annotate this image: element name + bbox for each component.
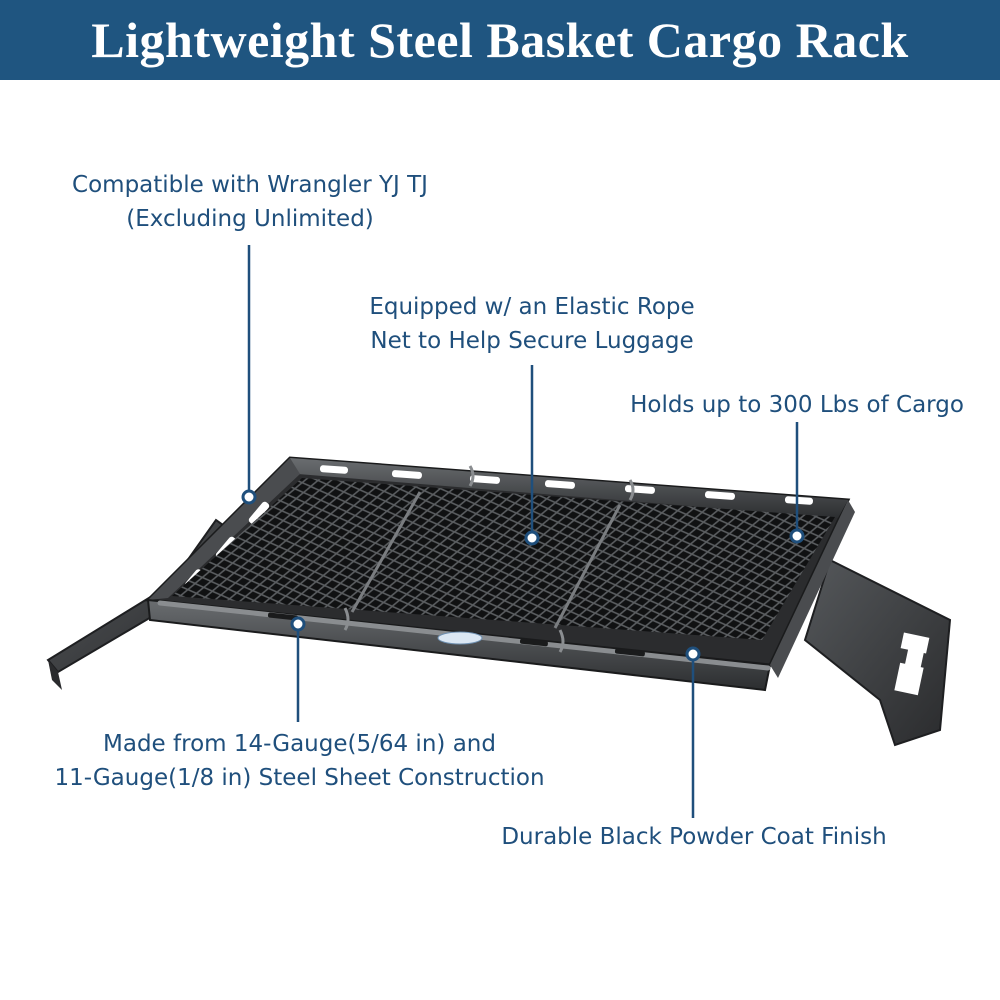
net-marker-icon (524, 530, 540, 546)
title-banner: Lightweight Steel Basket Cargo Rack (0, 0, 1000, 80)
net-line2: Net to Help Secure Luggage (370, 328, 694, 354)
finish-callout: Durable Black Powder Coat Finish (478, 820, 910, 854)
finish-marker-icon (685, 646, 701, 662)
material-line1: Made from 14-Gauge(5/64 in) and (103, 731, 496, 757)
material-marker-icon (290, 616, 306, 632)
compatibility-marker-icon (241, 489, 257, 505)
compatibility-callout: Compatible with Wrangler YJ TJ (Excludin… (30, 168, 470, 236)
material-line2: 11-Gauge(1/8 in) Steel Sheet Constructio… (54, 765, 545, 791)
compatibility-line2: (Excluding Unlimited) (126, 206, 374, 232)
page-title: Lightweight Steel Basket Cargo Rack (91, 12, 909, 68)
finish-line1: Durable Black Powder Coat Finish (501, 824, 887, 850)
capacity-line1: Holds up to 300 Lbs of Cargo (630, 392, 964, 418)
right-mount-bracket (803, 558, 952, 747)
net-callout: Equipped w/ an Elastic Rope Net to Help … (322, 290, 742, 358)
material-callout: Made from 14-Gauge(5/64 in) and 11-Gauge… (22, 727, 577, 795)
brand-badge-icon (437, 631, 483, 645)
compatibility-line1: Compatible with Wrangler YJ TJ (72, 172, 428, 198)
rack-frame (144, 456, 855, 692)
callout-leaders (241, 245, 805, 818)
net-line1: Equipped w/ an Elastic Rope (369, 294, 695, 320)
capacity-callout: Holds up to 300 Lbs of Cargo (612, 388, 982, 422)
capacity-marker-icon (789, 528, 805, 544)
